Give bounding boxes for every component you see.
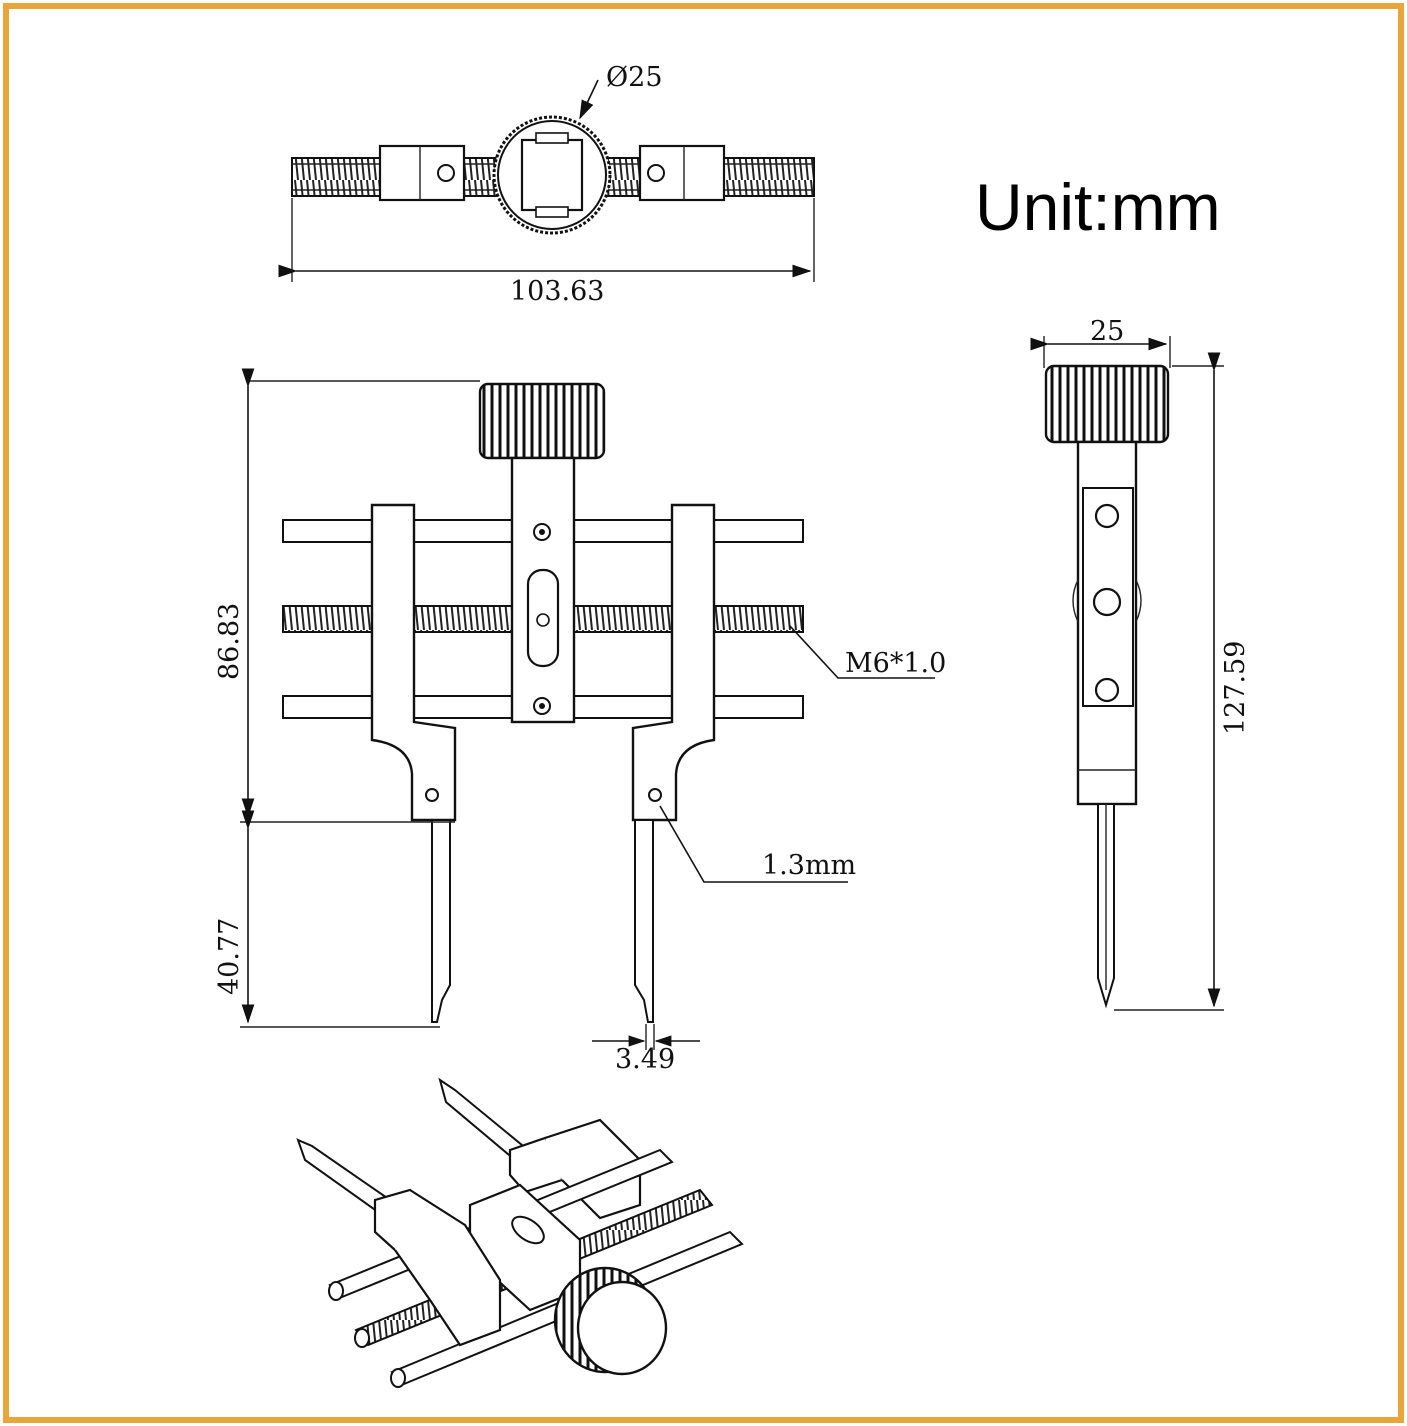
front-view — [240, 368, 935, 1050]
side-view — [1030, 336, 1224, 1011]
tip-gap-label: 3.49 — [615, 1044, 675, 1075]
side-width-label: 25 — [1090, 316, 1124, 347]
thread-spec-label: M6*1.0 — [845, 648, 946, 679]
lower-height-label: 40.77 — [214, 918, 245, 995]
top-view — [278, 79, 815, 282]
top-diameter-label: Ø25 — [606, 62, 663, 93]
isometric-view — [296, 1077, 744, 1388]
page-border — [3, 3, 1404, 1423]
hole-size-label: 1.3mm — [762, 850, 856, 881]
top-width-label: 103.63 — [510, 276, 604, 307]
total-height-label: 127.59 — [1220, 641, 1251, 735]
unit-label: Unit:mm — [975, 170, 1221, 244]
upper-height-label: 86.83 — [214, 603, 245, 680]
